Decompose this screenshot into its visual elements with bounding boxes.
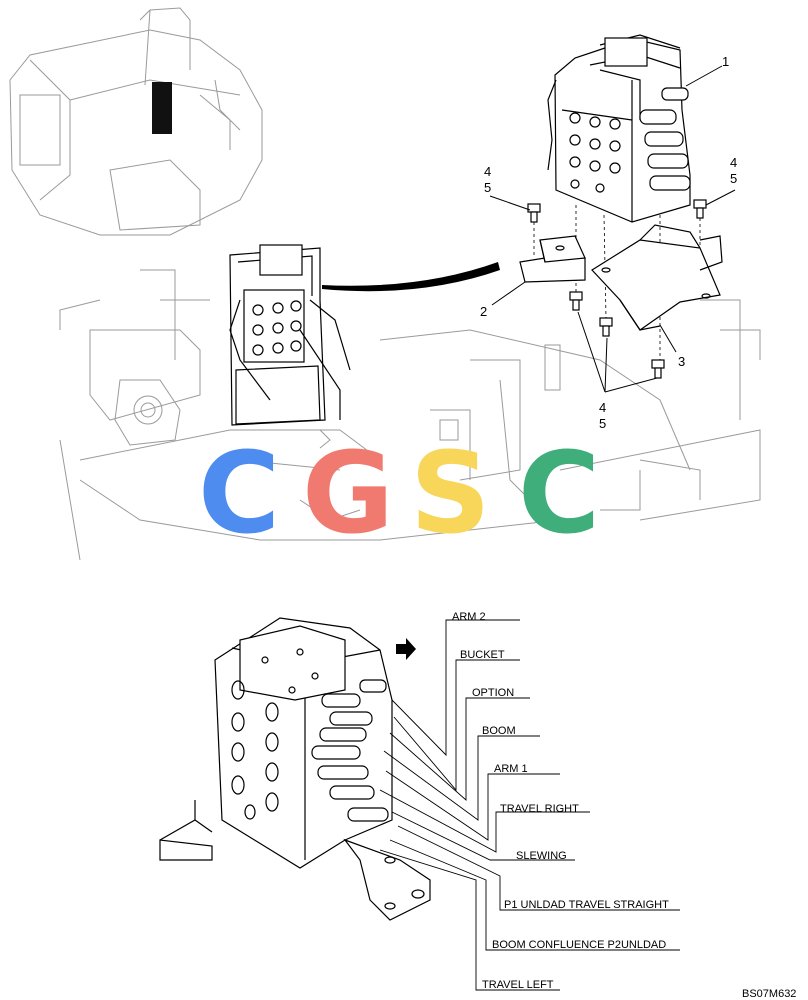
function-label-option: OPTION <box>472 687 514 699</box>
excavator-cab-outline <box>9 7 263 236</box>
part-number-4-left: 4 <box>484 164 491 179</box>
function-label-bucket: BUCKET <box>460 649 505 661</box>
part-leaders <box>489 65 736 393</box>
part-number-3: 3 <box>678 354 685 369</box>
function-label-p1-unldad-travel-straight: P1 UNLDAD TRAVEL STRAIGHT <box>504 899 669 911</box>
part-number-2: 2 <box>480 304 487 319</box>
function-leaders <box>379 619 680 991</box>
watermark-letter-3: S <box>410 429 491 559</box>
watermark-letter-4: C <box>518 429 600 559</box>
part-number-5-left: 5 <box>484 180 491 195</box>
function-label-boom: BOOM <box>482 725 516 737</box>
part-number-4-bottom: 4 <box>599 400 606 415</box>
direction-arrow <box>396 638 416 660</box>
part-number-5-right: 5 <box>730 171 737 186</box>
watermark-letter-1: C <box>198 429 280 559</box>
installed-control-valve <box>229 244 351 426</box>
function-label-travel-right: TRAVEL RIGHT <box>500 803 579 815</box>
watermark-letter-2: G <box>302 429 394 559</box>
part-number-4-right: 4 <box>730 155 737 170</box>
function-label-travel-left: TRAVEL LEFT <box>482 979 554 991</box>
exploded-control-valve <box>547 34 691 223</box>
part-number-5-bottom: 5 <box>599 416 606 431</box>
bracket-2 <box>519 235 586 283</box>
part-number-1: 1 <box>722 54 729 69</box>
function-label-arm-2: ARM 2 <box>452 611 486 623</box>
leader-swoosh <box>322 262 500 292</box>
drawing-code: BS07M632 <box>742 988 796 1000</box>
function-label-arm-1: ARM 1 <box>494 763 528 775</box>
bracket-3 <box>591 224 723 331</box>
function-label-boom-confluence-p2unldad: BOOM CONFLUENCE P2UNLDAD <box>492 939 666 951</box>
watermark-logo: C G S C <box>198 429 600 559</box>
control-valve-detail <box>159 617 431 921</box>
frame-ghost-outline <box>59 269 761 561</box>
bolts <box>527 199 707 379</box>
function-label-slewing: SLEWING <box>516 850 567 862</box>
valve-location-marker <box>152 82 172 134</box>
